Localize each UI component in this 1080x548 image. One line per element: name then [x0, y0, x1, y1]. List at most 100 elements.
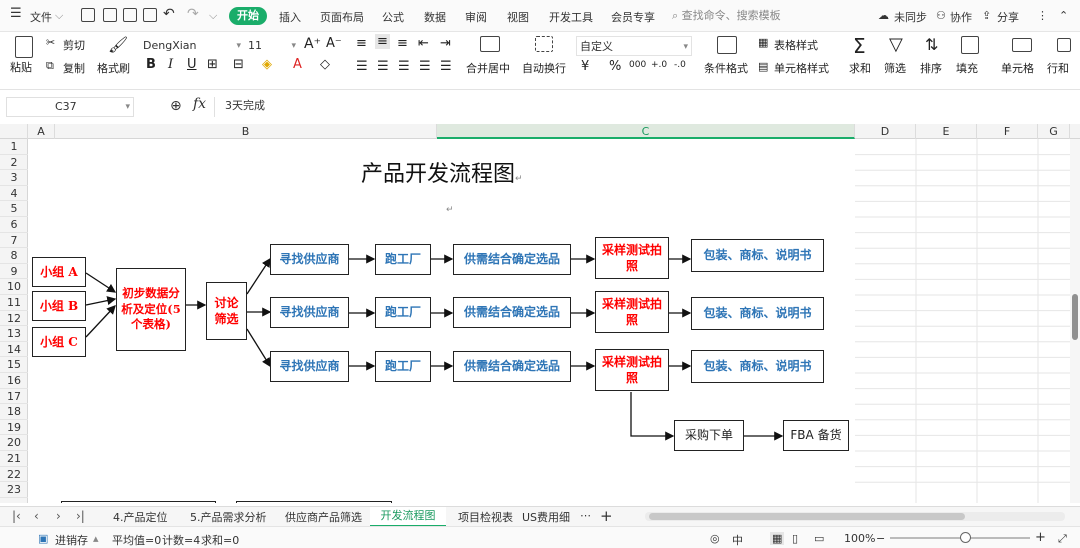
row-header[interactable]: 12: [0, 311, 28, 327]
last-sheet-icon[interactable]: ›|: [76, 509, 85, 523]
cell-style-button[interactable]: 单元格样式: [774, 62, 829, 75]
cell-icon[interactable]: [1012, 38, 1032, 52]
currency-button[interactable]: ¥: [581, 59, 590, 74]
conditional-format-button[interactable]: 条件格式: [704, 62, 748, 75]
row-header[interactable]: 15: [0, 357, 28, 373]
more-sheets-icon[interactable]: ⋯: [580, 509, 591, 522]
align-middle-icon[interactable]: ≡: [375, 34, 390, 49]
table-style-icon[interactable]: ▦: [758, 36, 769, 49]
justify-icon[interactable]: ☰: [419, 59, 431, 74]
input-method-icon[interactable]: 中: [732, 534, 743, 547]
align-right-icon[interactable]: ☰: [398, 59, 410, 74]
save-icon[interactable]: [81, 8, 95, 22]
print-icon[interactable]: [123, 8, 137, 22]
distributed-icon[interactable]: ☰: [440, 59, 452, 74]
zoom-level[interactable]: 100%: [844, 532, 876, 545]
row-header[interactable]: 8: [0, 248, 28, 264]
fill-button[interactable]: 填充: [956, 62, 978, 75]
vertical-scrollbar[interactable]: [1070, 139, 1080, 503]
fullscreen-icon[interactable]: ⤢: [1058, 532, 1067, 545]
visit-factory-box-1[interactable]: 跑工厂: [375, 244, 431, 275]
find-supplier-box-1[interactable]: 寻找供应商: [270, 244, 349, 275]
row-header[interactable]: 7: [0, 233, 28, 249]
italic-button[interactable]: I: [168, 57, 174, 72]
row-header[interactable]: 10: [0, 279, 28, 295]
sheet-tab[interactable]: US费用细: [522, 511, 571, 524]
offscreen-shape[interactable]: [61, 501, 216, 503]
font-grow-icon[interactable]: A⁺: [304, 36, 321, 52]
find-supplier-box-2[interactable]: 寻找供应商: [270, 297, 349, 328]
page-break-view-icon[interactable]: ▭: [814, 532, 825, 545]
filter-button[interactable]: 筛选: [884, 62, 906, 75]
row-header[interactable]: 1: [0, 139, 28, 155]
collaborate-button[interactable]: 协作: [950, 11, 972, 24]
decimal-increase-button[interactable]: +.0: [651, 60, 668, 70]
eye-icon[interactable]: ◎: [710, 532, 720, 545]
sheet-tab[interactable]: 4.产品定位: [113, 511, 168, 524]
cell-border-icon[interactable]: ⊟: [233, 57, 244, 72]
row-header[interactable]: 4: [0, 186, 28, 202]
determine-selection-box-3[interactable]: 供需结合确定选品: [453, 351, 571, 382]
macro-icon[interactable]: ▣: [38, 532, 49, 545]
sheet-canvas[interactable]: 产品开发流程图↵ ↵: [28, 139, 1070, 503]
tab-data[interactable]: 数据: [424, 11, 446, 24]
tab-review[interactable]: 审阅: [465, 11, 487, 24]
bold-button[interactable]: B: [146, 57, 156, 72]
copy-icon[interactable]: ⧉: [46, 59, 54, 72]
sort-button[interactable]: 排序: [920, 62, 942, 75]
format-painter-button[interactable]: 格式刷: [97, 62, 130, 75]
group-a-box[interactable]: 小组 A: [32, 257, 86, 287]
sheet-tab-active[interactable]: 开发流程图: [370, 507, 446, 527]
scrollbar-thumb[interactable]: [649, 513, 965, 520]
determine-selection-box-2[interactable]: 供需结合确定选品: [453, 297, 571, 328]
row-header[interactable]: 23: [0, 482, 28, 498]
sample-test-box-2[interactable]: 采样测试拍照: [595, 291, 669, 333]
zoom-icon[interactable]: ⊕: [170, 98, 182, 114]
fill-color-icon[interactable]: ◈: [262, 57, 272, 72]
formula-input[interactable]: 3天完成: [214, 97, 1074, 117]
tab-formulas[interactable]: 公式: [382, 11, 404, 24]
find-supplier-box-3[interactable]: 寻找供应商: [270, 351, 349, 382]
row-header[interactable]: 5: [0, 201, 28, 217]
fba-box[interactable]: FBA 备货: [783, 420, 849, 451]
visit-factory-box-3[interactable]: 跑工厂: [375, 351, 431, 382]
underline-button[interactable]: U: [187, 57, 197, 72]
paste-button[interactable]: 粘贴: [10, 61, 32, 74]
tab-developer[interactable]: 开发工具: [549, 11, 593, 24]
number-format-select[interactable]: 自定义▾: [576, 36, 692, 56]
table-style-button[interactable]: 表格样式: [774, 39, 818, 52]
prev-sheet-icon[interactable]: ‹: [34, 509, 39, 523]
collapse-ribbon-icon[interactable]: ⌃: [1059, 9, 1069, 22]
row-header[interactable]: 14: [0, 342, 28, 358]
scrollbar-thumb[interactable]: [1072, 294, 1078, 340]
analysis-box[interactable]: 初步数据分析及定位(5个表格): [116, 268, 186, 351]
font-size-select[interactable]: 11▾: [245, 36, 299, 56]
column-header-d[interactable]: D: [855, 124, 916, 139]
format-painter-icon[interactable]: 🖌: [108, 35, 129, 54]
scissors-icon[interactable]: ✂: [46, 36, 56, 49]
row-header[interactable]: 6: [0, 217, 28, 233]
align-bottom-icon[interactable]: ≡: [397, 36, 408, 51]
row-header[interactable]: 20: [0, 435, 28, 451]
row-header[interactable]: 3: [0, 170, 28, 186]
share-button[interactable]: 分享: [997, 11, 1019, 24]
paste-icon[interactable]: [15, 36, 33, 58]
sample-test-box-3[interactable]: 采样测试拍照: [595, 349, 669, 391]
percent-button[interactable]: %: [609, 59, 622, 74]
row-header[interactable]: 16: [0, 373, 28, 389]
tab-insert[interactable]: 插入: [279, 11, 301, 24]
row-header[interactable]: 17: [0, 389, 28, 405]
column-header-b[interactable]: B: [55, 124, 437, 139]
determine-selection-box-1[interactable]: 供需结合确定选品: [453, 244, 571, 275]
purchase-box[interactable]: 采购下单: [674, 420, 744, 451]
row-col-icon[interactable]: [1057, 38, 1071, 52]
column-header-f[interactable]: F: [977, 124, 1038, 139]
sheet-tab[interactable]: 供应商产品筛选: [285, 511, 362, 524]
cell-button[interactable]: 单元格: [1001, 62, 1034, 75]
add-sheet-icon[interactable]: +: [600, 507, 613, 525]
column-header-g[interactable]: G: [1038, 124, 1070, 139]
column-header-e[interactable]: E: [916, 124, 977, 139]
font-name-select[interactable]: DengXian▾: [140, 36, 244, 56]
row-header[interactable]: 19: [0, 420, 28, 436]
sample-test-box-1[interactable]: 采样测试拍照: [595, 237, 669, 279]
